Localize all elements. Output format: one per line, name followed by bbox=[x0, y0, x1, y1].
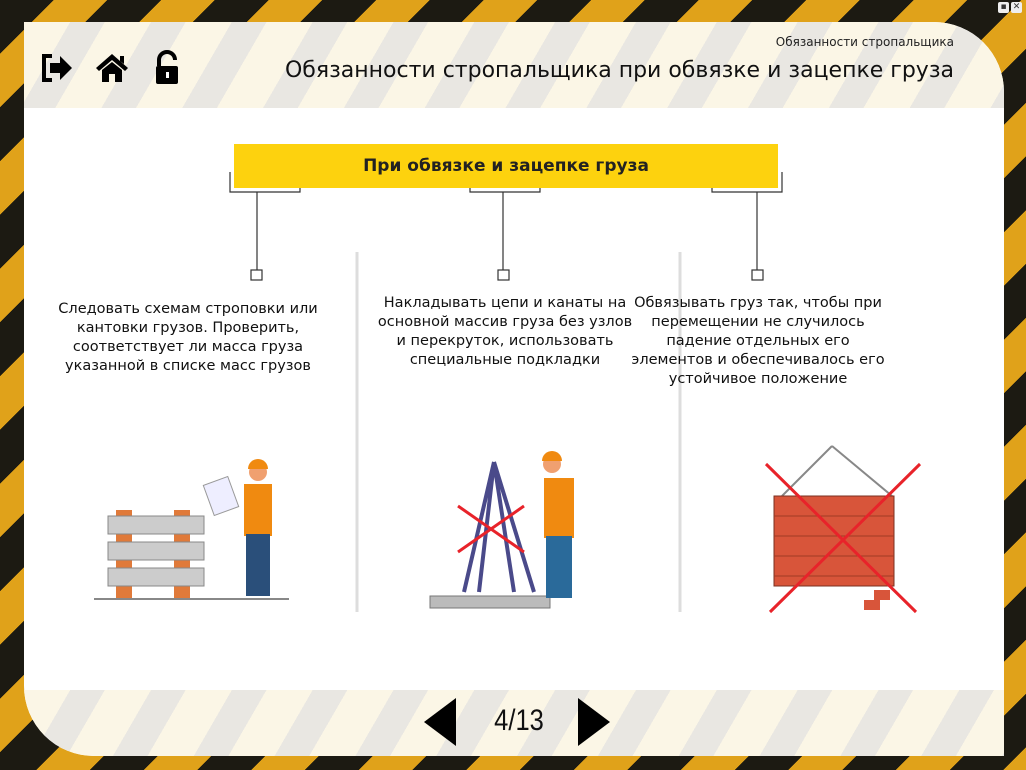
column-text-2: Накладывать цепи и канаты на основной ма… bbox=[377, 295, 633, 368]
home-icon[interactable] bbox=[94, 50, 130, 86]
connector-lines bbox=[94, 172, 922, 614]
breadcrumb: Обязанности стропальщика bbox=[775, 35, 954, 49]
header: Обязанности стропальщика Обязанности стр… bbox=[24, 22, 1004, 108]
page-counter: 4/13 bbox=[494, 704, 544, 737]
next-slide-button[interactable] bbox=[578, 698, 610, 746]
prev-slide-button[interactable] bbox=[424, 698, 456, 746]
lock-icon[interactable] bbox=[150, 50, 186, 86]
window-controls: ▪ ✕ bbox=[998, 2, 1022, 13]
exit-icon[interactable] bbox=[38, 50, 74, 86]
fence-worker-illustration bbox=[94, 459, 289, 600]
column-text-3: Обвязывать груз так, чтобы при перемещен… bbox=[631, 295, 885, 387]
slide-panel: Обязанности стропальщика Обязанности стр… bbox=[24, 22, 1004, 756]
minimize-button[interactable]: ▪ bbox=[998, 2, 1009, 13]
section-banner: При обвязке и зацепке груза bbox=[234, 144, 778, 188]
chains-worker-illustration bbox=[429, 451, 574, 609]
column-text-1: Следовать схемам строповки или кантовки … bbox=[58, 301, 318, 374]
page-title: Обязанности стропальщика при обвязке и з… bbox=[284, 58, 954, 83]
footer bbox=[24, 690, 1004, 756]
bricks-crossed-illustration bbox=[764, 445, 922, 614]
close-button[interactable]: ✕ bbox=[1011, 2, 1022, 13]
